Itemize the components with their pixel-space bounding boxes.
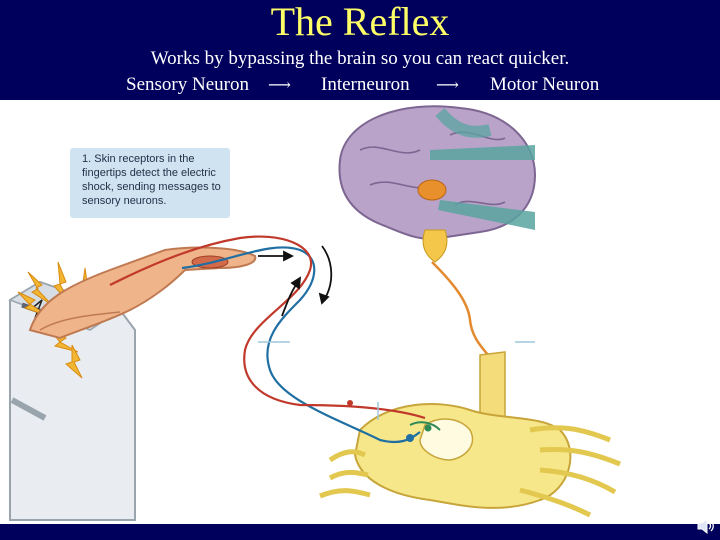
arrow-right-icon: ⟶ — [268, 78, 291, 94]
hand-icon — [30, 248, 255, 338]
synapse-dot — [406, 434, 414, 442]
slide-title: The Reflex — [0, 0, 720, 44]
arrow-right-icon: ⟶ — [436, 78, 459, 94]
flow-label-motor: Motor Neuron — [490, 74, 599, 96]
brain-icon — [339, 106, 535, 262]
spinal-column — [480, 352, 505, 420]
speaker-icon[interactable] — [696, 516, 716, 536]
footer-bar — [0, 524, 720, 540]
synapse-dot — [347, 400, 353, 406]
flow-label-sensory: Sensory Neuron — [126, 74, 249, 96]
caption-text: 1. Skin receptors in the fingertips dete… — [82, 152, 230, 208]
slide-subtitle: Works by bypassing the brain so you can … — [0, 48, 720, 70]
synapse-dot — [425, 425, 432, 432]
motor-neuron — [110, 237, 425, 418]
spinal-cord-icon — [320, 404, 620, 515]
title-banner: The Reflex Works by bypassing the brain … — [0, 0, 720, 100]
flow-label-interneuron: Interneuron — [321, 74, 410, 96]
